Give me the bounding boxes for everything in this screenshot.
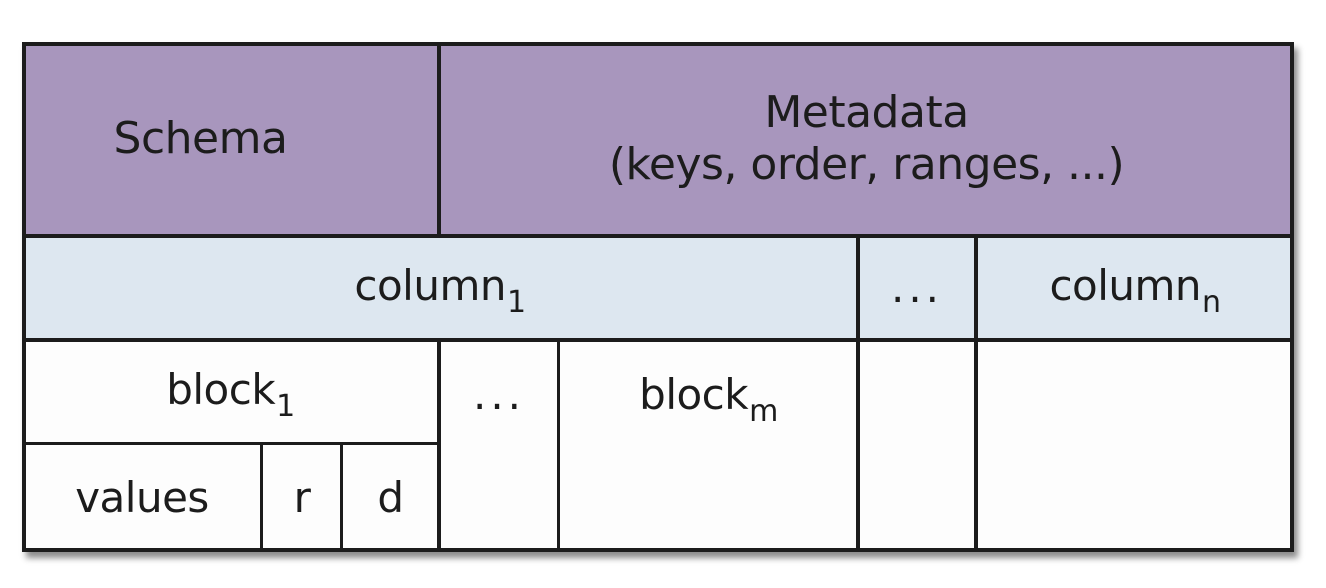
file-layout-diagram: Schema Metadata (keys, order, ranges, ..… xyxy=(22,42,1294,552)
block-ellipsis: ... xyxy=(472,370,526,419)
divider-ellipsis-block-m xyxy=(557,340,560,552)
block-m-subscript: m xyxy=(749,394,778,429)
metadata-cell: Metadata (keys, order, ranges, ...) xyxy=(439,42,1294,236)
column-1-subscript: 1 xyxy=(507,284,526,320)
border-left xyxy=(22,42,26,552)
block-1-cell: block1 xyxy=(22,340,439,444)
block-m-text: block xyxy=(639,370,749,419)
border-right xyxy=(1290,42,1294,552)
schema-label: Schema xyxy=(113,113,288,164)
column-n-body-cell xyxy=(976,340,1294,552)
column-1-label: column1 xyxy=(354,260,526,320)
r-label: r xyxy=(293,473,311,522)
d-label: d xyxy=(377,473,404,522)
block-1-label: block1 xyxy=(166,364,295,424)
block-m-label: blockm xyxy=(639,370,778,429)
column-ellipsis-cell: ... xyxy=(858,236,976,340)
column-n-label: columnn xyxy=(1049,260,1221,320)
values-label: values xyxy=(75,473,209,522)
divider-column-1-ellipsis xyxy=(856,236,860,552)
divider-schema-metadata xyxy=(437,42,441,236)
border-bottom xyxy=(22,548,1294,552)
column-ellipsis-body-cell xyxy=(858,340,976,552)
column-n-cell: columnn xyxy=(976,236,1294,340)
metadata-title: Metadata xyxy=(764,87,969,138)
divider-block-1-ellipsis xyxy=(437,340,441,552)
metadata-text: Metadata (keys, order, ranges, ...) xyxy=(608,87,1125,191)
block-m-cell: blockm xyxy=(559,340,858,552)
column-1-cell: column1 xyxy=(22,236,858,340)
block-1-subscript: 1 xyxy=(276,388,295,424)
divider-r-d xyxy=(340,444,343,552)
block-ellipsis-cell: ... xyxy=(439,340,559,552)
divider-values-r xyxy=(260,444,263,552)
column-1-text: column xyxy=(354,260,506,310)
border-top xyxy=(22,42,1294,46)
metadata-detail: (keys, order, ranges, ...) xyxy=(608,139,1125,190)
divider-header-bottom xyxy=(22,234,1294,238)
divider-ellipsis-column-n xyxy=(974,236,978,552)
divider-block-1-bottom xyxy=(22,442,439,445)
divider-columns-bottom xyxy=(22,338,1294,342)
d-cell: d xyxy=(342,444,439,552)
schema-cell: Schema xyxy=(22,42,439,236)
block-1-text: block xyxy=(166,364,276,414)
r-cell: r xyxy=(262,444,342,552)
column-n-subscript: n xyxy=(1202,284,1221,320)
column-n-text: column xyxy=(1049,260,1202,310)
column-ellipsis: ... xyxy=(890,263,944,312)
values-cell: values xyxy=(22,444,262,552)
